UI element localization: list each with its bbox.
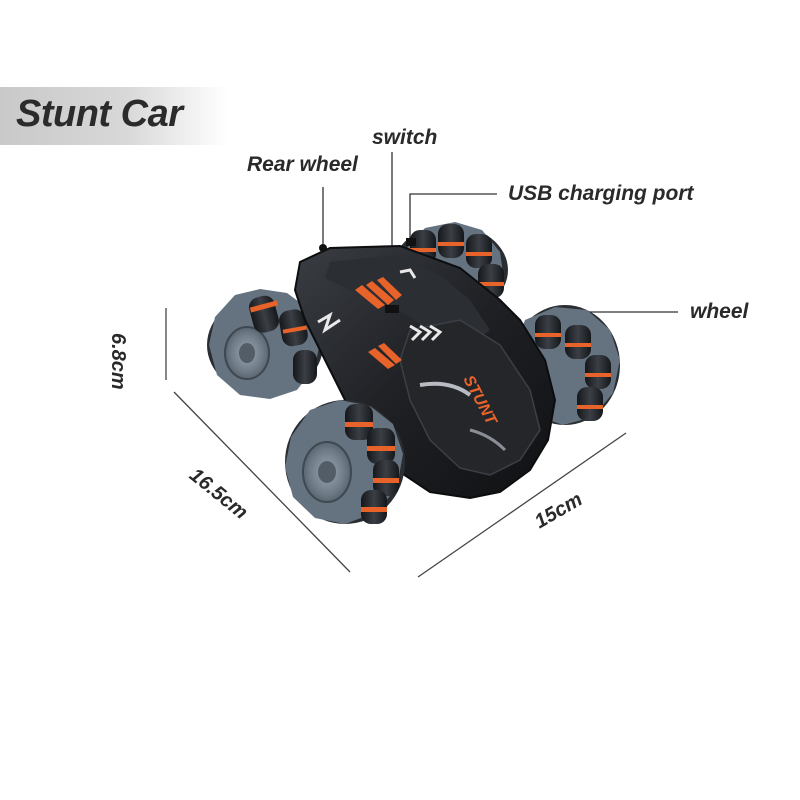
rear-post bbox=[319, 244, 327, 252]
rear-wheel-label: Rear wheel bbox=[247, 153, 358, 176]
wheel-label: wheel bbox=[690, 300, 749, 323]
switch-label: switch bbox=[372, 126, 438, 149]
page-title: Stunt Car bbox=[16, 93, 183, 135]
width-dimension-line bbox=[417, 432, 627, 578]
usb-port-label: USB charging port bbox=[508, 182, 694, 205]
usb-leader bbox=[409, 193, 497, 238]
front-left-wheel bbox=[285, 400, 405, 524]
rear-left-wheel bbox=[207, 289, 323, 399]
car-body: STUNT bbox=[293, 238, 557, 500]
usb-port bbox=[406, 238, 416, 246]
dimension-lines bbox=[165, 308, 627, 578]
leader-lines bbox=[322, 152, 678, 313]
length-dimension-line bbox=[173, 391, 351, 573]
title-banner: Stunt Car bbox=[0, 87, 228, 145]
switch-slot bbox=[385, 305, 399, 313]
